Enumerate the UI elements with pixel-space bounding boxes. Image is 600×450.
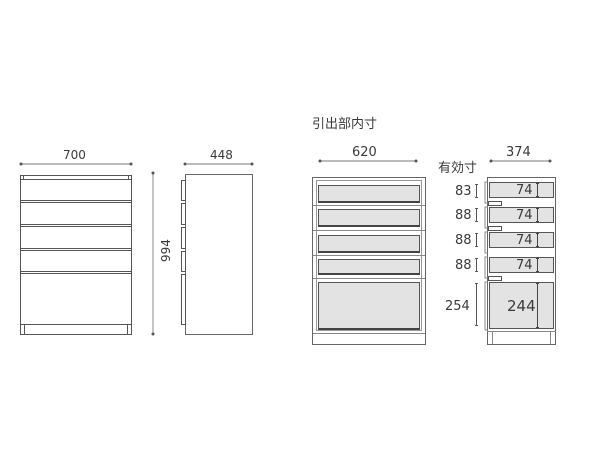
drawer-3-effective: 88 xyxy=(455,233,472,248)
inner-side-view xyxy=(475,159,556,345)
front-width-label: 700 xyxy=(63,148,86,162)
effective-label: 有効寸 xyxy=(438,161,478,176)
side-view xyxy=(151,162,254,336)
drawer-4-effective: 88 xyxy=(455,258,472,273)
drawer-3-inner: 74 xyxy=(516,233,533,248)
inner-front-width-label: 620 xyxy=(352,145,377,160)
side-height-label: 994 xyxy=(159,239,173,262)
drawer-2-inner: 74 xyxy=(516,208,533,223)
side-depth-label: 448 xyxy=(210,148,233,162)
drawer-1-effective: 83 xyxy=(455,184,472,199)
inner-front-view xyxy=(312,159,426,345)
drawer-5-effective: 254 xyxy=(445,299,470,314)
front-view xyxy=(19,162,133,335)
drawer-5-inner: 244 xyxy=(507,297,536,315)
drawer-2-effective: 88 xyxy=(455,208,472,223)
section-title: 引出部内寸 xyxy=(312,117,378,132)
drawer-1-inner: 74 xyxy=(516,183,533,198)
inner-side-depth-label: 374 xyxy=(506,145,531,160)
drawer-4-inner: 74 xyxy=(516,258,533,273)
